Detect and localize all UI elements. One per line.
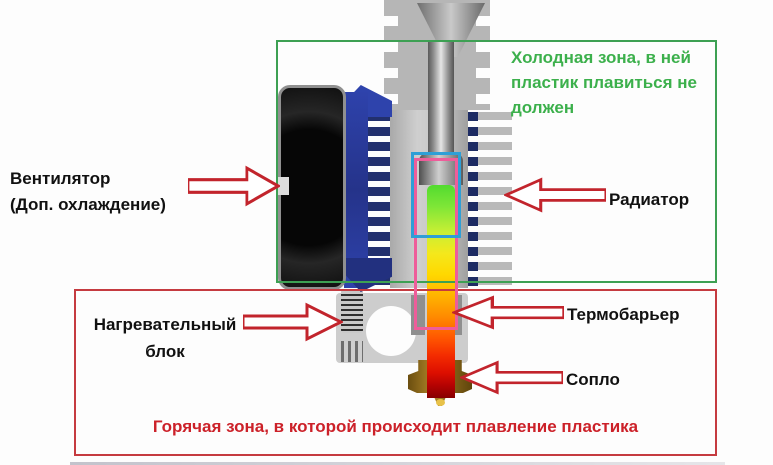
- heater-block-hole: [366, 306, 416, 356]
- radiator-arrow: [504, 177, 606, 213]
- heater-label-line1: Нагревательный: [93, 315, 237, 334]
- fan-arrow: [188, 165, 280, 207]
- hot-zone-caption: Горячая зона, в которой происходит плавл…: [152, 417, 639, 436]
- nozzle-arrow: [460, 360, 563, 395]
- cold-zone-box: [276, 40, 717, 283]
- nozzle-orifice: [436, 399, 445, 406]
- fan-label-line1: Вентилятор: [10, 169, 111, 188]
- nozzle-label: Сопло: [566, 370, 620, 389]
- thermal-barrier-outline-pink: [414, 158, 458, 330]
- heater-cartridge-lower: [341, 341, 363, 362]
- hot-zone-box: [74, 289, 717, 456]
- fan-label: Вентилятор (Доп. охлаждение): [10, 166, 166, 218]
- filament-heat-gradient: [427, 185, 455, 398]
- fan-duct-side: [344, 92, 368, 288]
- heater-block-arrow: [243, 302, 343, 342]
- thermal-barrier-label: Термобарьер: [567, 305, 680, 324]
- cold-zone-caption: Холодная зона, в ней пластик плавиться н…: [511, 48, 698, 117]
- heater-block-label: Нагревательный блок: [80, 311, 250, 365]
- heater-label-line2: блок: [145, 342, 185, 361]
- heater-cartridge-coil: [341, 289, 363, 333]
- thermal-barrier-arrow: [452, 295, 564, 330]
- radiator-label: Радиатор: [609, 190, 690, 209]
- fan-mount-highlight: [276, 177, 289, 195]
- cooling-fan: [278, 85, 346, 290]
- filament-guide-tube: [428, 40, 454, 170]
- thermal-barrier-outline-blue: [411, 152, 461, 238]
- bottom-edge-artifact: [70, 462, 725, 465]
- fan-label-line2: (Доп. охлаждение): [10, 195, 166, 214]
